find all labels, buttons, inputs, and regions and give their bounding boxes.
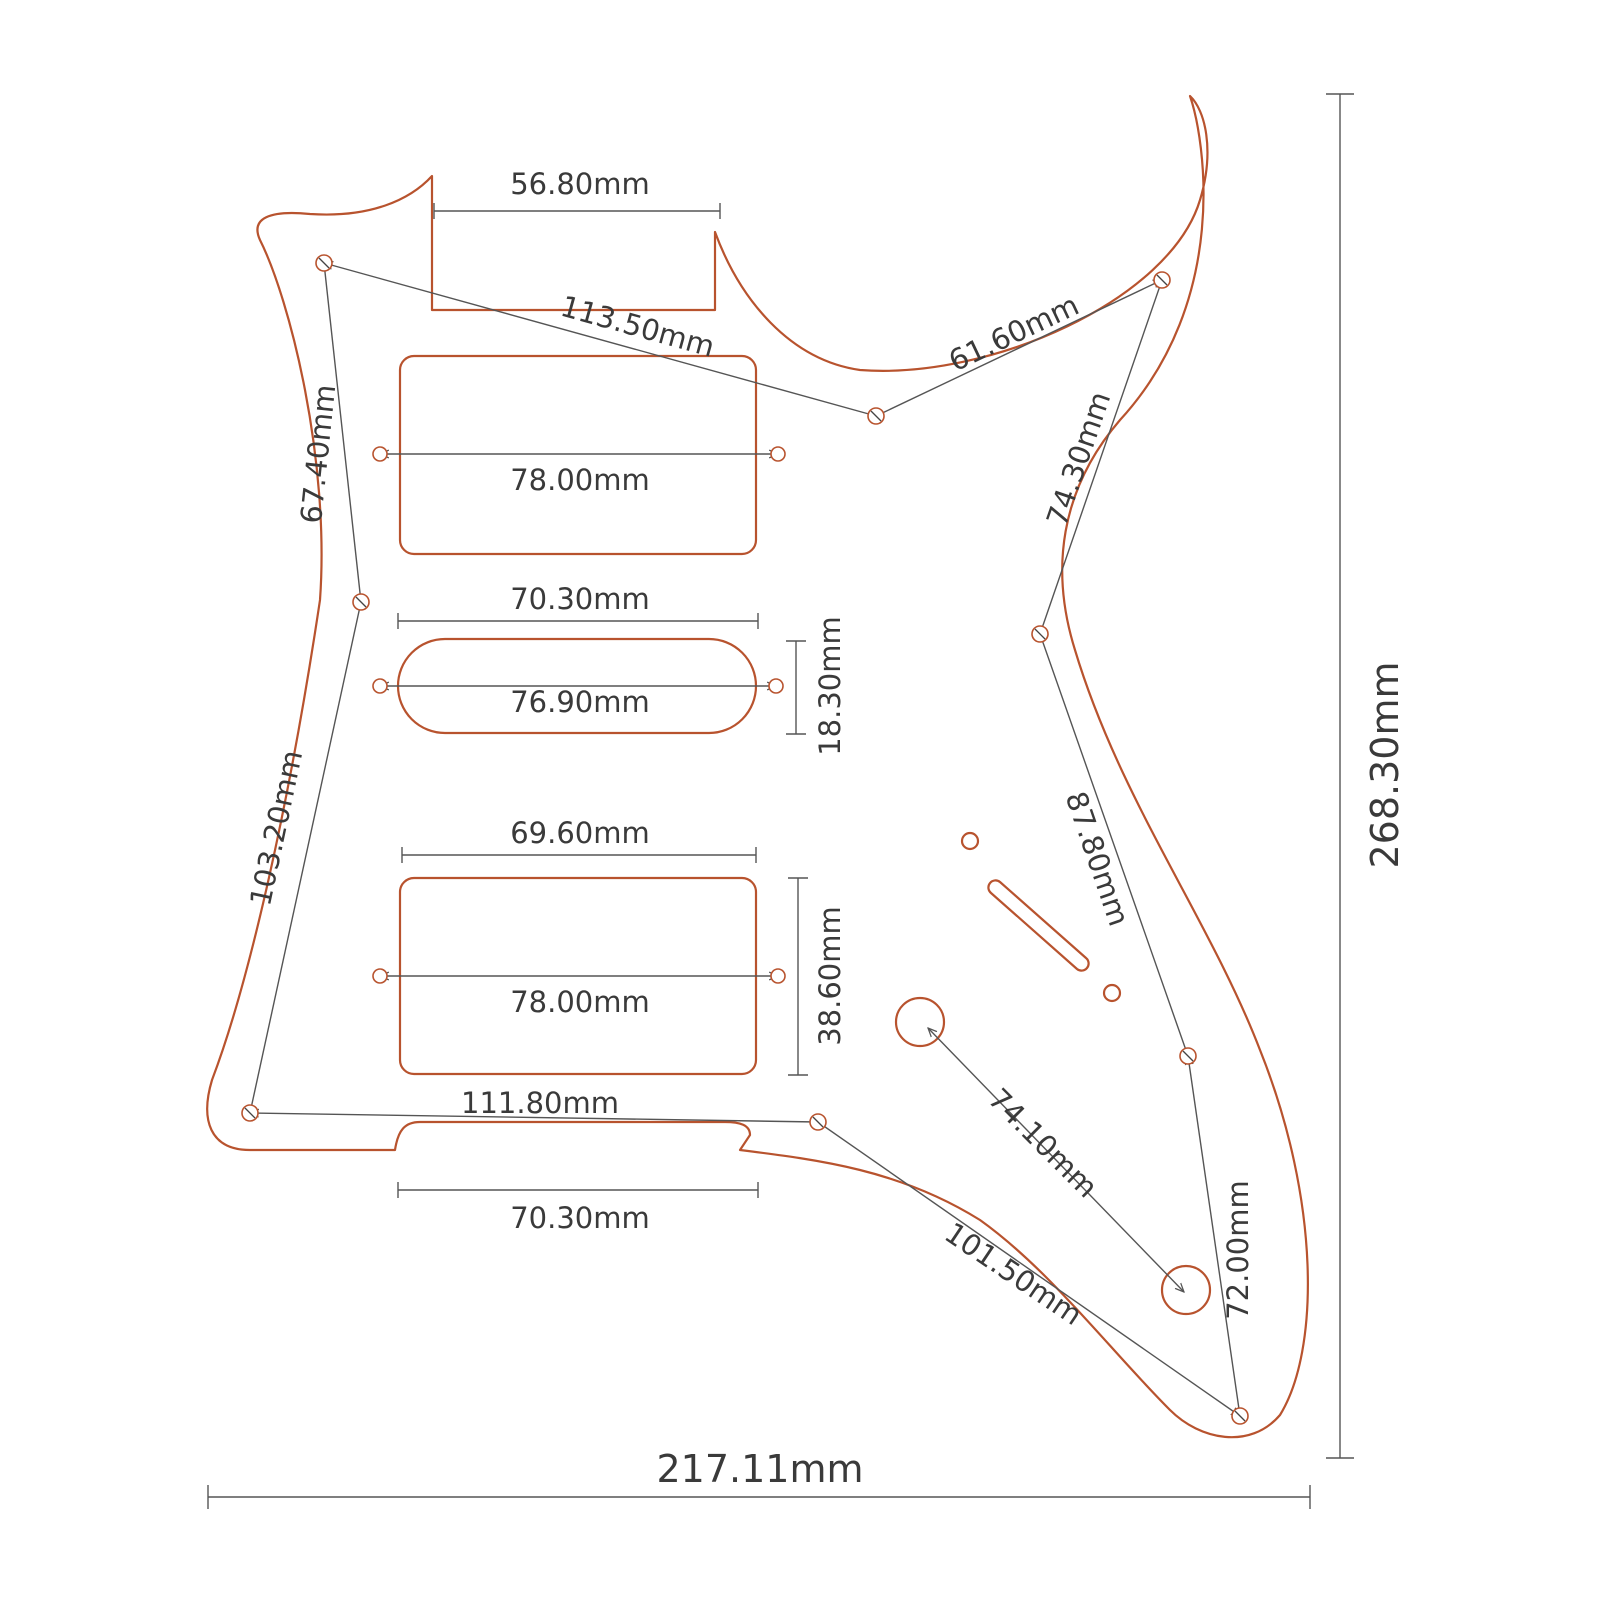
label-left-upper-span: 67.40mm <box>294 383 342 525</box>
label-lower-diagonal-span: 101.50mm <box>939 1215 1089 1332</box>
label-bridge-humbucker-width: 69.60mm <box>510 816 650 850</box>
control-hole-tone <box>1160 1264 1212 1316</box>
screw-hole-bottom-middle <box>809 1113 827 1131</box>
screw-hole-bottom-left <box>241 1104 259 1122</box>
label-lower-right-span: 72.00mm <box>1221 1180 1255 1320</box>
label-single-coil-width: 70.30mm <box>510 582 650 616</box>
pickup-screw-neck-right <box>770 446 786 462</box>
label-overall-width: 217.11mm <box>657 1447 864 1491</box>
screw-hole-right-lower <box>1179 1047 1197 1065</box>
label-overall-height: 268.30mm <box>1363 662 1407 869</box>
dim-line-bottom-screws <box>250 1113 819 1123</box>
pickguard-outline <box>206 94 1309 1439</box>
pickup-screw-neck-left <box>372 446 388 462</box>
dim-line-left-lower <box>249 601 362 1114</box>
pickup-screw-middle-left <box>372 678 388 694</box>
label-bridge-humbucker-screws: 78.00mm <box>510 985 650 1019</box>
switch-screw-hole-top <box>960 831 980 851</box>
label-bottom-screw-span: 111.80mm <box>461 1086 619 1120</box>
label-bridge-humbucker-height: 38.60mm <box>813 906 847 1046</box>
dim-line-lower-right <box>1188 1056 1241 1417</box>
screw-hole-bottom-right <box>1231 1407 1249 1425</box>
dim-line-left-upper <box>323 262 362 603</box>
screw-hole-left-middle <box>352 593 370 611</box>
screw-hole-top-left <box>315 254 333 272</box>
screw-hole-right-waist <box>1031 625 1049 643</box>
dim-line-control-knobs <box>928 1028 1184 1292</box>
label-right-mid-span: 87.80mm <box>1059 787 1137 930</box>
label-single-coil-height: 18.30mm <box>813 616 847 756</box>
screw-hole-horn <box>1153 271 1171 289</box>
dim-line-horn-screws <box>875 280 1162 417</box>
switch-slot <box>987 879 1090 972</box>
dim-line-top-screws <box>324 263 877 417</box>
label-neck-humbucker-screws: 78.00mm <box>510 463 650 497</box>
label-bottom-cutout-width: 70.30mm <box>510 1201 650 1235</box>
label-single-coil-screws: 76.90mm <box>510 685 650 719</box>
label-neck-pocket-width: 56.80mm <box>510 167 650 201</box>
label-control-knob-span: 74.10mm <box>982 1082 1105 1205</box>
dim-line-right-upper <box>1039 279 1163 635</box>
screw-hole-top-middle <box>867 407 885 425</box>
control-hole-volume <box>894 996 946 1048</box>
dimension-lines <box>207 93 1354 1509</box>
dimension-labels: 56.80mm 113.50mm 61.60mm 67.40mm 74.30mm… <box>243 167 1407 1491</box>
dim-line-right-mid <box>1039 633 1189 1057</box>
pickup-screw-middle-right <box>768 678 784 694</box>
pickup-screw-bridge-left <box>372 968 388 984</box>
label-top-screw-span: 113.50mm <box>557 289 718 364</box>
switch-screw-hole-bottom <box>1102 983 1122 1003</box>
neck-humbucker-cavity <box>398 354 758 556</box>
label-horn-screw-span: 61.60mm <box>943 288 1084 379</box>
screw-holes <box>241 254 1249 1425</box>
pickup-screw-bridge-right <box>770 968 786 984</box>
label-right-upper-span: 74.30mm <box>1040 387 1118 530</box>
